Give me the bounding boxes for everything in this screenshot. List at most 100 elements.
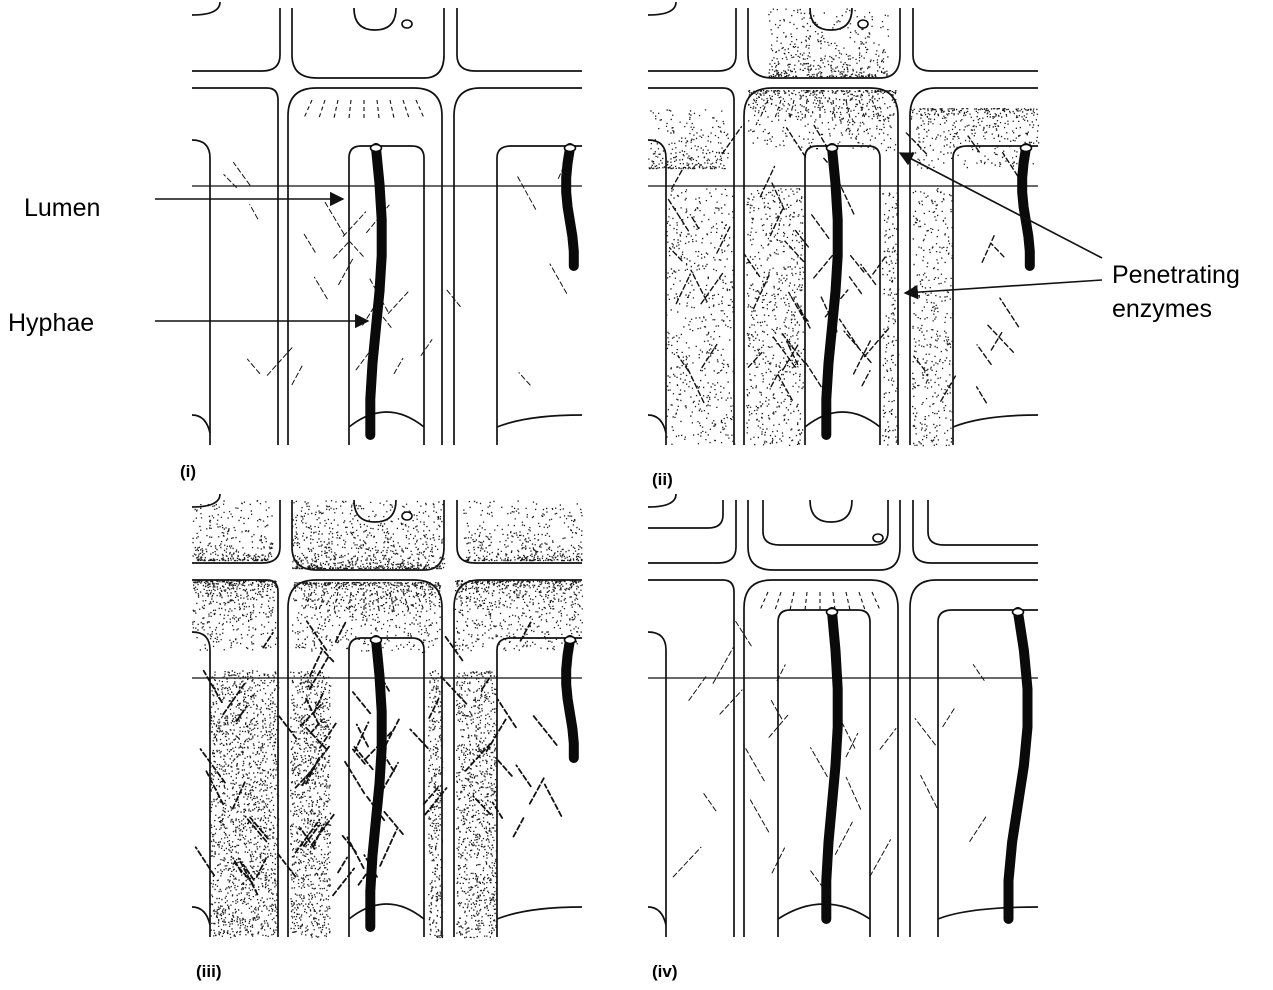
enzymes-arrow-upper: [900, 153, 1102, 258]
stipple-center-right: [428, 670, 443, 938]
hypha-cross-section: [402, 512, 412, 520]
hypha-right: [566, 148, 574, 266]
hypha-right-tip: [1013, 609, 1024, 616]
stipple-upper: [292, 500, 445, 569]
bottom-arc-left: [192, 415, 210, 433]
hypha-right-tip: [1021, 145, 1032, 152]
right-cell-outer-wall: [910, 88, 1038, 445]
hypha-center-tip: [827, 145, 838, 152]
bottom-arc-right: [953, 415, 1038, 427]
bottom-arc-left: [648, 907, 666, 925]
bottom-arc-right: [938, 907, 1038, 919]
stipple-center-right: [882, 189, 899, 446]
lumen-callout: Lumen: [24, 194, 343, 222]
bottom-arc-left: [648, 415, 666, 433]
center-cell-lumen: [349, 146, 424, 445]
enzymes-arrow-lower: [905, 280, 1102, 293]
enzymes-label-line2: enzymes: [1112, 295, 1212, 323]
wall-cracks-right: [446, 152, 570, 385]
upper-right-cell: [457, 8, 582, 71]
stipple-right: [912, 188, 953, 446]
panel-iv: (iv): [648, 494, 1038, 981]
stipple-left: [666, 188, 735, 445]
upper-mid-cell-lumen: [354, 8, 396, 30]
enzymes-callout: Penetrating enzymes: [900, 153, 1240, 323]
hypha-center-tip: [371, 145, 382, 152]
stipple-left-top: [192, 580, 277, 651]
hypha-center-tip: [827, 609, 838, 616]
center-cell-lumen: [349, 638, 424, 937]
hypha-center-tip: [371, 637, 382, 644]
wall-cracks-center: [745, 126, 889, 401]
wall-cracks-center: [292, 202, 432, 385]
panel-iii: (iii): [192, 494, 583, 981]
hypha-center: [826, 612, 837, 919]
upper-mid-cell: [748, 8, 900, 78]
upper-left-cell-lumen: [192, 500, 280, 563]
wall-cracks-right: [915, 665, 986, 842]
bottom-arc-center: [349, 412, 424, 427]
bottom-arc-right: [497, 907, 582, 919]
upper-left-cell-lumen: [648, 8, 736, 71]
lumen-label: Lumen: [24, 194, 100, 222]
panel-label-ii: (ii): [652, 470, 673, 489]
panel-i: (i): [180, 2, 582, 481]
hypha-center: [370, 148, 381, 435]
stipple-upper-right: [463, 500, 583, 561]
right-cell-outer-wall: [454, 88, 582, 445]
upper-mid-cell-lumen: [354, 500, 396, 522]
left-cell-wall: [192, 88, 278, 445]
hypha-cross-section: [873, 534, 883, 542]
hypha-center: [826, 148, 837, 435]
upper-right-cell: [913, 500, 1038, 563]
bottom-arc-left: [192, 907, 210, 925]
center-cell-outer-wall: [744, 88, 898, 445]
hypha-cross-section: [402, 20, 412, 28]
wall-cracks-left: [673, 648, 742, 877]
bottom-arc-right: [497, 415, 582, 427]
center-cell-outer-wall: [288, 88, 442, 445]
stipple-left-top: [648, 109, 729, 169]
upper-mid-cell: [292, 8, 444, 78]
bottom-arc-center: [349, 904, 424, 919]
stipple-center-top: [292, 582, 441, 653]
upper-right-cell-inner: [928, 500, 1038, 545]
hypha-right: [1009, 612, 1028, 919]
upper-right-cell: [913, 8, 1038, 71]
left-cell-wall: [648, 580, 734, 937]
panel-label-i: (i): [180, 462, 196, 481]
stipple-right: [456, 671, 497, 939]
wall-cracks-right: [906, 133, 1022, 403]
wall-cracks-right: [441, 622, 562, 837]
upper-left-cell-wall: [648, 2, 676, 15]
hypha-right: [566, 640, 574, 758]
stipple-upper: [768, 8, 889, 77]
wall-cracks-center: [278, 621, 447, 895]
hypha-right-tip: [565, 637, 576, 644]
upper-left-cell-wall: [648, 494, 676, 507]
panel-label-iv: (iv): [652, 962, 678, 981]
hyphae-label: Hyphae: [8, 309, 94, 337]
panel-group: (i) (ii) (iii) (iv): [180, 2, 1039, 981]
enzymes-label-line1: Penetrating: [1112, 261, 1240, 289]
stipple-upper-left: [192, 500, 273, 561]
upper-left-cell-inner: [648, 500, 723, 528]
wall-cracks-center: [735, 620, 896, 895]
panel-label-iii: (iii): [196, 962, 222, 981]
upper-mid-cell-inner: [763, 500, 888, 545]
hypha-right-tip: [565, 145, 576, 152]
upper-left-cell-wall: [192, 2, 220, 15]
panel-ii: (ii): [648, 2, 1039, 489]
hyphae-callout: Hyphae: [8, 309, 368, 337]
stipple-center-top: [748, 90, 897, 151]
right-cell-outer-wall: [454, 580, 582, 937]
upper-left-cell-lumen: [192, 8, 280, 71]
hypha-center: [370, 640, 381, 927]
wall-cracks-left: [224, 163, 294, 376]
bottom-arc-center: [805, 412, 880, 427]
stipple-center-left: [290, 671, 331, 938]
upper-mid-cell-lumen: [810, 500, 852, 522]
center-cell-outer-wall: [744, 580, 898, 937]
